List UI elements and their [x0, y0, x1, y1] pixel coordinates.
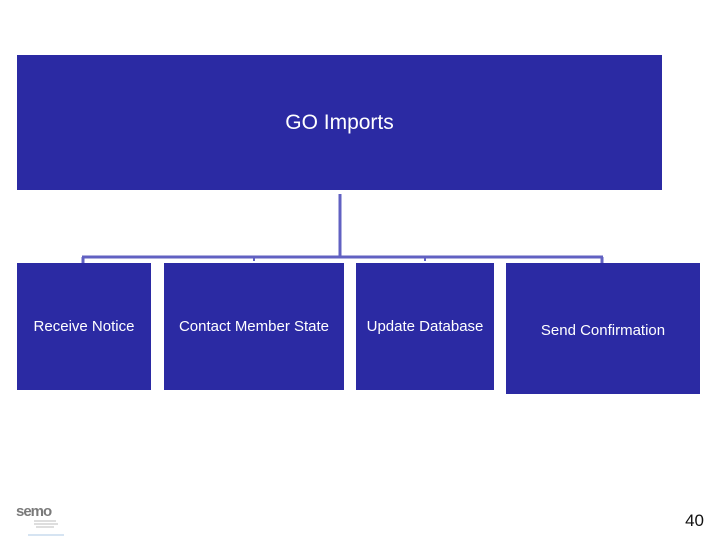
logo-tagline-lines: [28, 520, 64, 536]
semo-logo: semo: [14, 503, 66, 537]
child-node-label: Contact Member State: [178, 318, 330, 335]
child-node-label: Send Confirmation: [540, 322, 666, 339]
logo-wordmark: semo: [16, 503, 52, 520]
child-node-label: Receive Notice: [33, 318, 135, 335]
child-node-update-database: Update Database: [356, 263, 494, 390]
child-node-contact-member-state: Contact Member State: [164, 263, 344, 390]
root-node-label: GO Imports: [285, 110, 394, 134]
child-node-send-confirmation: Send Confirmation: [506, 263, 700, 394]
page-number: 40: [685, 511, 704, 530]
child-node-receive-notice: Receive Notice: [17, 263, 151, 390]
child-node-label: Update Database: [366, 318, 484, 335]
root-node-go-imports: GO Imports: [17, 55, 662, 190]
